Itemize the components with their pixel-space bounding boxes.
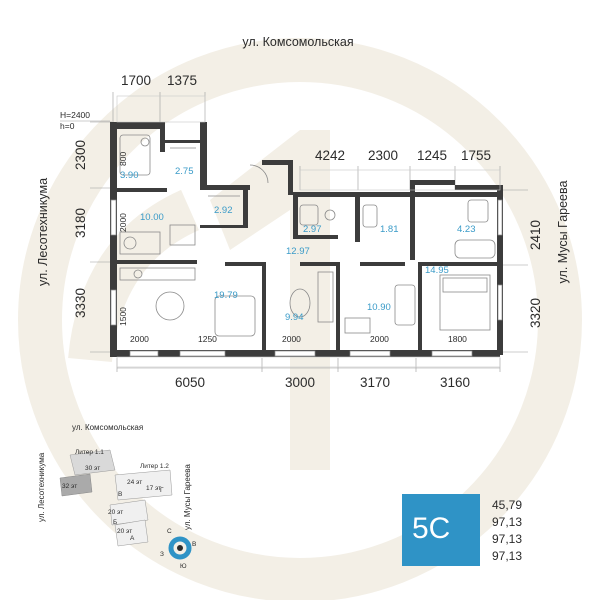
balcony-lines xyxy=(116,95,501,368)
apartment-code-badge xyxy=(402,494,480,566)
compass-s: Ю xyxy=(180,563,187,570)
site-label-b: Б xyxy=(113,519,117,526)
area-storage-1: 2.75 xyxy=(175,166,194,177)
site-label-liter-1-2: Литер 1.2 xyxy=(140,463,169,470)
height-note-line2: h=0 xyxy=(60,121,75,131)
dim-left-3180: 3180 xyxy=(73,208,88,238)
inner-dimensions: 800 2000 1500 2000 1250 2000 2000 1800 xyxy=(118,152,467,344)
site-label-liter-1-1: Литер 1.1 xyxy=(75,449,104,456)
area-hall: 12.97 xyxy=(286,246,310,257)
dim-bottom-6050: 6050 xyxy=(175,375,205,390)
site-label-32: 32 эт xyxy=(62,483,77,490)
site-label-24: 24 эт xyxy=(127,479,142,486)
areas-list: 45,79 97,13 97,13 97,13 xyxy=(492,498,522,563)
dim-inner-1250: 1250 xyxy=(198,334,217,344)
area-bath-3: 4.23 xyxy=(457,224,476,235)
dim-top-1755: 1755 xyxy=(461,148,491,163)
dim-inner-2000-c: 2000 xyxy=(370,334,389,344)
area-bedroom-2: 10.90 xyxy=(367,302,391,313)
dim-right-3320: 3320 xyxy=(528,298,543,328)
compass-e: В xyxy=(192,541,196,548)
area-value-2: 97,13 xyxy=(492,515,522,529)
site-label-20-a: 20 эт xyxy=(108,509,123,516)
area-bedroom-3: 14.95 xyxy=(425,265,449,276)
site-label-v: В xyxy=(118,491,122,498)
dim-top-1375: 1375 xyxy=(167,73,197,88)
area-living: 19.79 xyxy=(214,290,238,301)
dim-top-4242: 4242 xyxy=(315,148,345,163)
area-bath-2: 2.97 xyxy=(303,224,322,235)
area-bedroom-1: 9.94 xyxy=(285,312,304,323)
dim-top-1245: 1245 xyxy=(417,148,447,163)
dim-inner-2000-b: 2000 xyxy=(282,334,301,344)
site-label-30: 30 эт xyxy=(85,465,100,472)
site-plan: ул. Комсомольская ул. Лесотехникума ул. … xyxy=(37,423,196,570)
height-note-line1: H=2400 xyxy=(60,110,90,120)
site-street-right: ул. Мусы Гареева xyxy=(183,464,192,530)
area-value-3: 97,13 xyxy=(492,532,522,546)
area-dining: 10.00 xyxy=(140,212,164,223)
dim-top-2300: 2300 xyxy=(368,148,398,163)
dim-bottom-3160: 3160 xyxy=(440,375,470,390)
dim-inner-1500: 1500 xyxy=(118,307,128,326)
area-wc: 1.81 xyxy=(380,224,399,235)
apartment-code: 5С xyxy=(412,512,450,545)
dim-inner-2000-left: 2000 xyxy=(118,213,128,232)
compass-icon xyxy=(168,536,192,560)
site-street-top: ул. Комсомольская xyxy=(72,423,143,432)
compass-n: С xyxy=(167,528,172,535)
area-value-1: 45,79 xyxy=(492,498,522,512)
furniture xyxy=(119,134,496,337)
street-top-label: ул. Комсомольская xyxy=(242,35,353,49)
site-label-g: Г xyxy=(160,487,164,494)
site-street-left: ул. Лесотехникума xyxy=(37,452,46,522)
site-label-a: А xyxy=(130,535,135,542)
dim-inner-1800: 1800 xyxy=(448,334,467,344)
street-left-label: ул. Лесотехникума xyxy=(36,178,50,286)
dim-bottom-3000: 3000 xyxy=(285,375,315,390)
dim-right-2410: 2410 xyxy=(528,220,543,250)
area-bath-1: 3.90 xyxy=(120,170,139,181)
compass-w: З xyxy=(160,551,164,558)
dim-inner-2000-a: 2000 xyxy=(130,334,149,344)
dim-left-3330: 3330 xyxy=(73,288,88,318)
dim-left-2300: 2300 xyxy=(73,140,88,170)
area-value-4: 97,13 xyxy=(492,549,522,563)
dim-inner-800: 800 xyxy=(118,152,128,166)
room-areas: 3.90 2.75 10.00 2.92 2.97 1.81 4.23 12.9… xyxy=(120,166,476,323)
street-right-label: ул. Мусы Гареева xyxy=(556,181,570,284)
area-wardrobe: 2.92 xyxy=(214,205,233,216)
floor-plan-walls xyxy=(110,122,503,357)
site-label-17: 17 эт xyxy=(146,485,161,492)
dim-top-1700: 1700 xyxy=(121,73,151,88)
site-label-20-b: 20 эт xyxy=(117,528,132,535)
dim-bottom-3170: 3170 xyxy=(360,375,390,390)
